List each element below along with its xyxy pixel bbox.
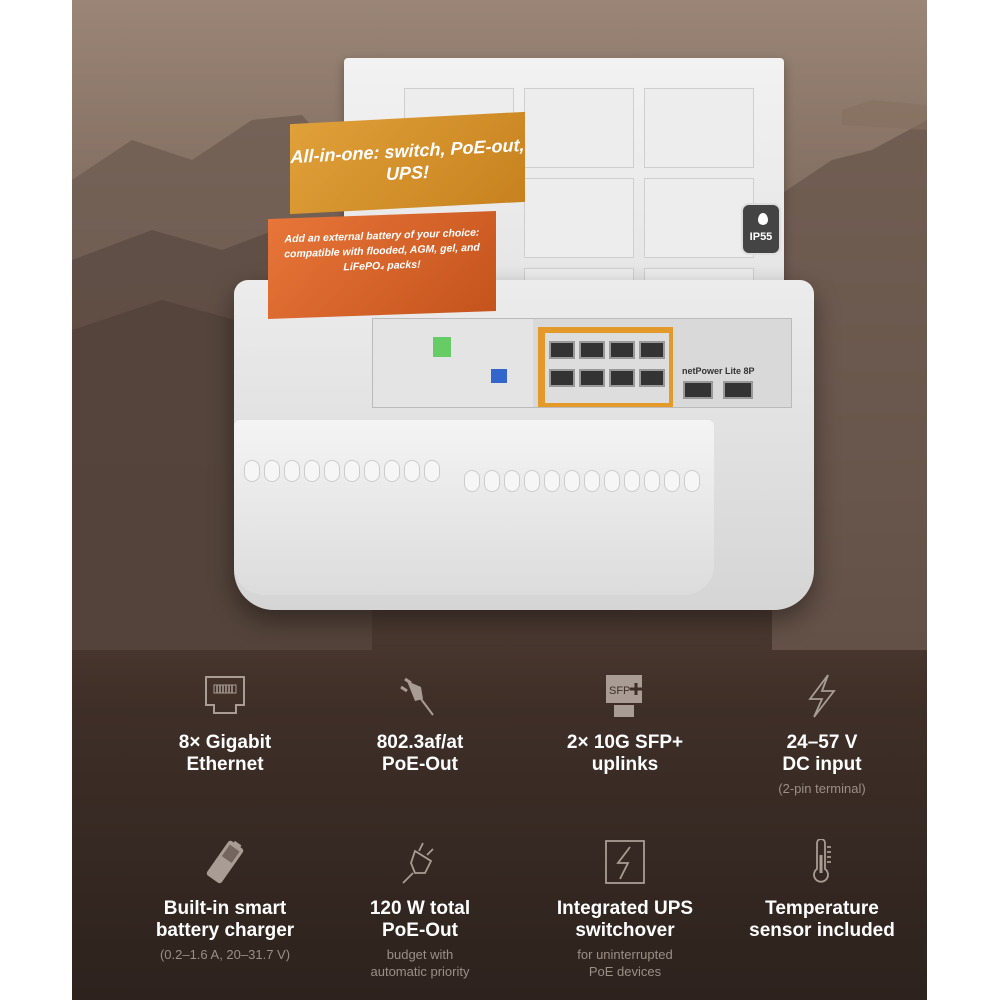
thermometer-icon bbox=[722, 838, 922, 886]
battery-callout: Add an external battery of your choice: … bbox=[268, 211, 496, 319]
ip55-badge: IP55 bbox=[741, 203, 781, 255]
poe-plug-icon bbox=[320, 672, 520, 720]
water-drop-icon bbox=[758, 213, 768, 225]
ethernet-port-icon bbox=[125, 672, 325, 720]
device-model-label: netPower Lite 8P bbox=[682, 366, 755, 376]
plug-outline-icon bbox=[320, 838, 520, 886]
feature-sfp: SFP 2× 10G SFP+uplinks bbox=[525, 672, 725, 776]
ip-rating-label: IP55 bbox=[749, 231, 773, 243]
sfp-plus-icon: SFP bbox=[525, 672, 725, 720]
ups-switchover-icon bbox=[525, 838, 725, 886]
enclosure-front-cover bbox=[234, 420, 714, 595]
headline-callout: All-in-one: switch, PoE-out, UPS! bbox=[290, 111, 525, 215]
product-banner: netPower Lite 8P All-in-one: switch, PoE… bbox=[72, 0, 927, 1000]
battery-icon bbox=[125, 838, 325, 886]
device-faceplate bbox=[372, 318, 792, 408]
lightning-icon bbox=[722, 672, 922, 720]
svg-text:SFP: SFP bbox=[609, 685, 630, 697]
